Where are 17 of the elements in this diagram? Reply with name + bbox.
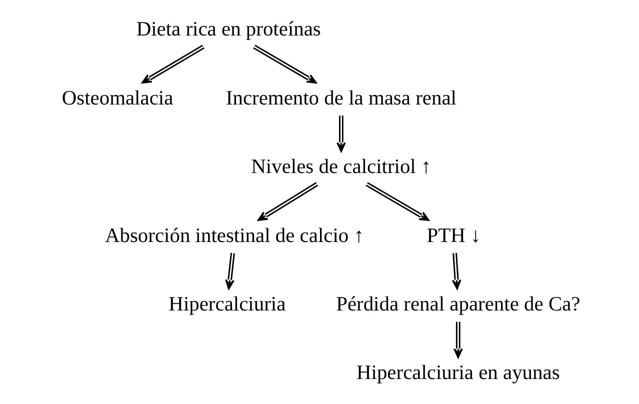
node-text: Absorción intestinal de calcio ↑ bbox=[104, 224, 364, 247]
node-text: Dieta rica en proteínas bbox=[136, 18, 320, 41]
arrow bbox=[452, 322, 462, 358]
node-text: Incremento de la masa renal bbox=[225, 87, 456, 110]
arrow bbox=[252, 44, 316, 84]
node-text: Niveles de calcitriol ↑ bbox=[250, 156, 431, 178]
arrow bbox=[141, 44, 204, 84]
node-text: Osteomalacia bbox=[61, 87, 173, 110]
node-text: Hipercalciuria bbox=[168, 293, 286, 316]
node-text: Pérdida renal aparente de Ca? bbox=[336, 293, 580, 316]
arrow bbox=[365, 182, 429, 221]
arrow bbox=[224, 252, 234, 290]
node-text: PTH ↓ bbox=[426, 224, 480, 247]
arrow bbox=[336, 116, 346, 152]
arrow bbox=[257, 182, 318, 221]
arrow bbox=[451, 252, 461, 290]
node-text: Hipercalciuria en ayunas bbox=[356, 362, 560, 384]
